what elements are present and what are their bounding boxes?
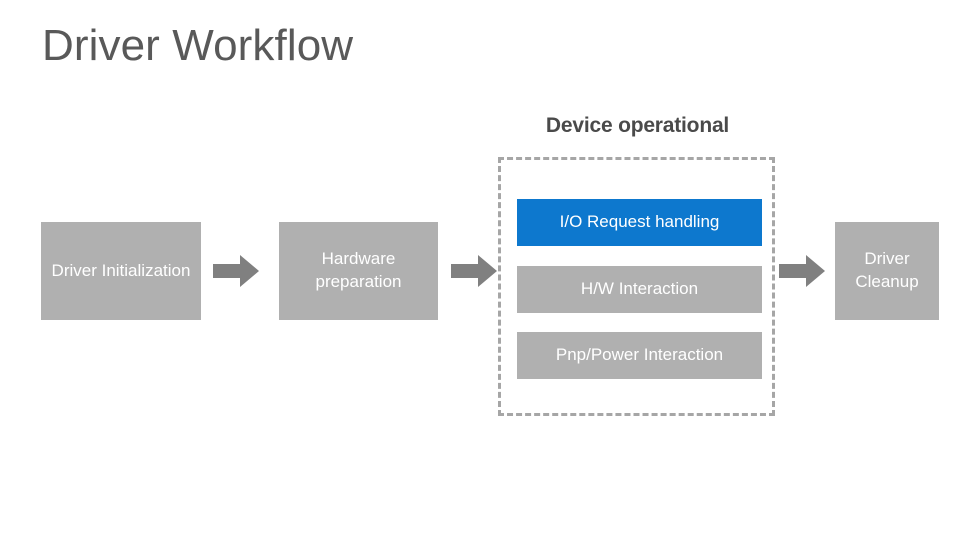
stage-driver-initialization[interactable]: Driver Initialization xyxy=(41,222,201,320)
device-operational-group-border xyxy=(498,157,775,416)
page-title: Driver Workflow xyxy=(42,21,354,70)
right-arrow-icon xyxy=(213,255,259,287)
device-operational-caption: Device operational xyxy=(545,114,730,137)
stage-hardware-preparation[interactable]: Hardware preparation xyxy=(279,222,438,320)
right-arrow-icon xyxy=(451,255,497,287)
operational-item-hw-interaction[interactable]: H/W Interaction xyxy=(517,266,762,313)
operational-item-io-request-handling[interactable]: I/O Request handling xyxy=(517,199,762,246)
stage-driver-cleanup[interactable]: Driver Cleanup xyxy=(835,222,939,320)
operational-item-pnp-power-interaction[interactable]: Pnp/Power Interaction xyxy=(517,332,762,379)
right-arrow-icon xyxy=(779,255,825,287)
